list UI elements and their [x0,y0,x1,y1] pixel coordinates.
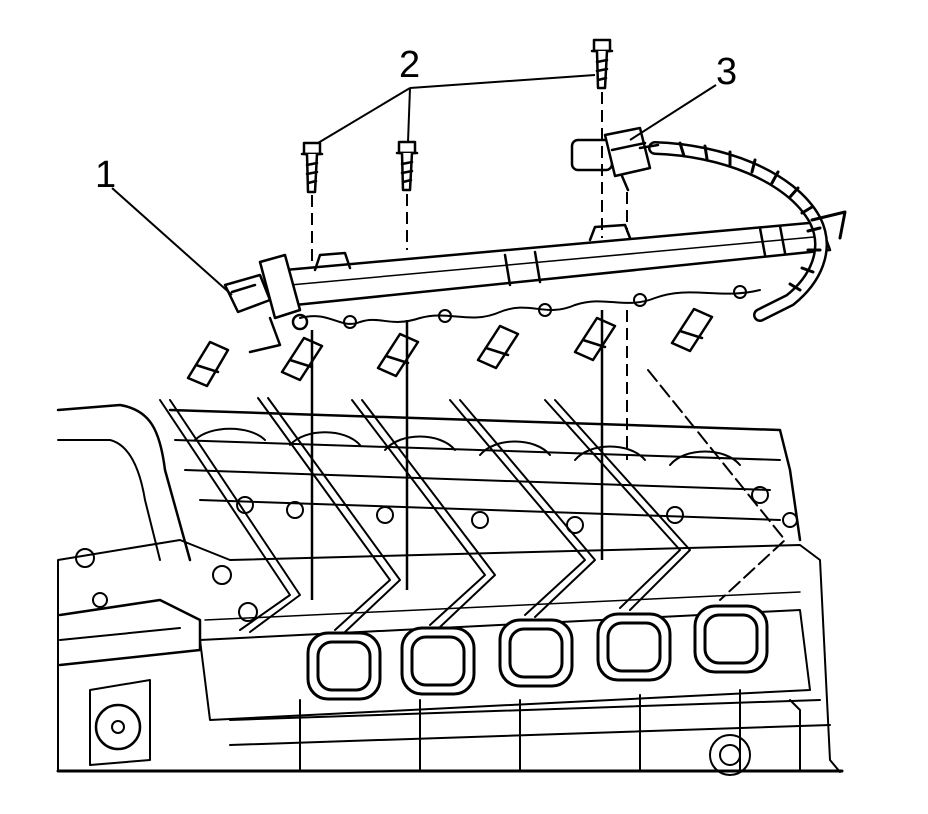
callout-2: 2 [399,44,420,86]
fuel-rail-harness-connector [223,253,309,354]
fuel-rail-bolt-middle [395,140,419,192]
alignment-lines [310,92,628,600]
intake-port [400,626,476,696]
intake-port [596,612,672,682]
callout-3: 3 [716,51,737,93]
intake-port [306,631,382,701]
fuel-injector [476,324,520,370]
engine-lower-block [56,539,844,776]
fuel-rail-bolt-left [300,141,324,194]
fuel-injector [376,332,420,378]
intake-ports [306,604,769,701]
intake-port [693,604,769,674]
fuel-pressure-sensor-connector [570,126,660,192]
leader-lines [111,74,717,296]
intake-port-flange [199,591,811,721]
fuel-injector [186,340,230,388]
wiring-harness-conduit [648,141,847,322]
intake-manifold [56,403,802,562]
fuel-rail-bolt-right [590,38,614,90]
injector-seat-guides [159,369,786,633]
injector-harness [299,285,761,329]
fuel-injector [670,307,714,353]
callout-1: 1 [95,154,116,196]
fuel-injector [573,316,617,362]
fuel-injector [280,336,324,382]
intake-port [498,618,574,688]
